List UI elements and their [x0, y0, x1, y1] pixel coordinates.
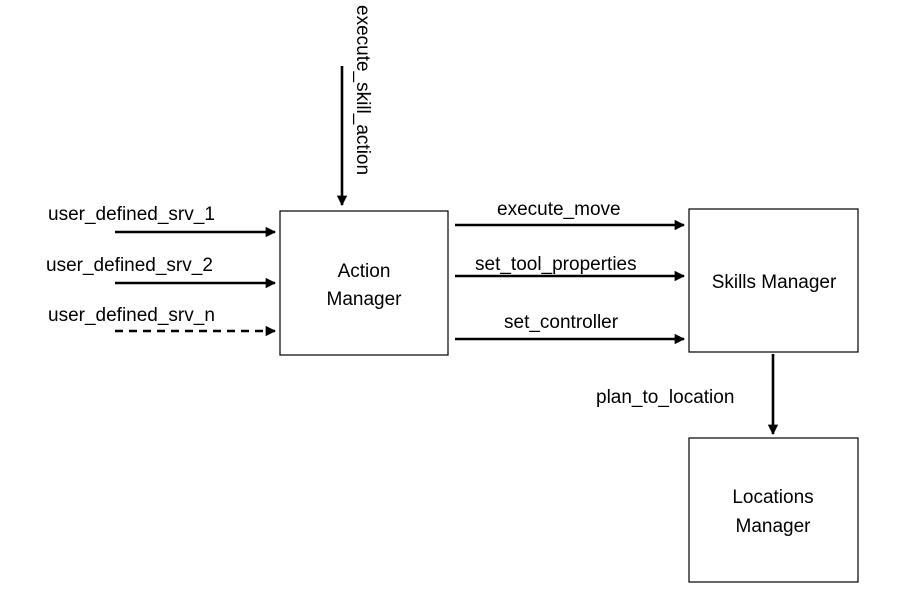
set-tool-properties-label: set_tool_properties — [475, 254, 637, 275]
user-defined-srv-n-label: user_defined_srv_n — [48, 305, 215, 326]
locations-manager-label-line2: Manager — [736, 516, 812, 537]
action-manager-box[interactable] — [279, 210, 449, 356]
action-manager-label-line2: Manager — [327, 289, 403, 310]
set-controller-label: set_controller — [504, 312, 619, 333]
execute-move-label: execute_move — [497, 199, 621, 220]
action-manager-label-line1: Action — [338, 261, 391, 282]
skills-manager-box[interactable] — [688, 208, 859, 353]
locations-manager-box[interactable] — [688, 437, 859, 583]
locations-manager-label-line1: Locations — [732, 487, 813, 508]
user-defined-srv-2-label: user_defined_srv_2 — [46, 255, 213, 276]
skills-manager-label: Skills Manager — [712, 272, 837, 293]
plan-to-location-label: plan_to_location — [596, 387, 734, 408]
execute-skill-action-label: execute_skill_action — [352, 5, 373, 175]
user-defined-srv-1-label: user_defined_srv_1 — [48, 204, 215, 225]
